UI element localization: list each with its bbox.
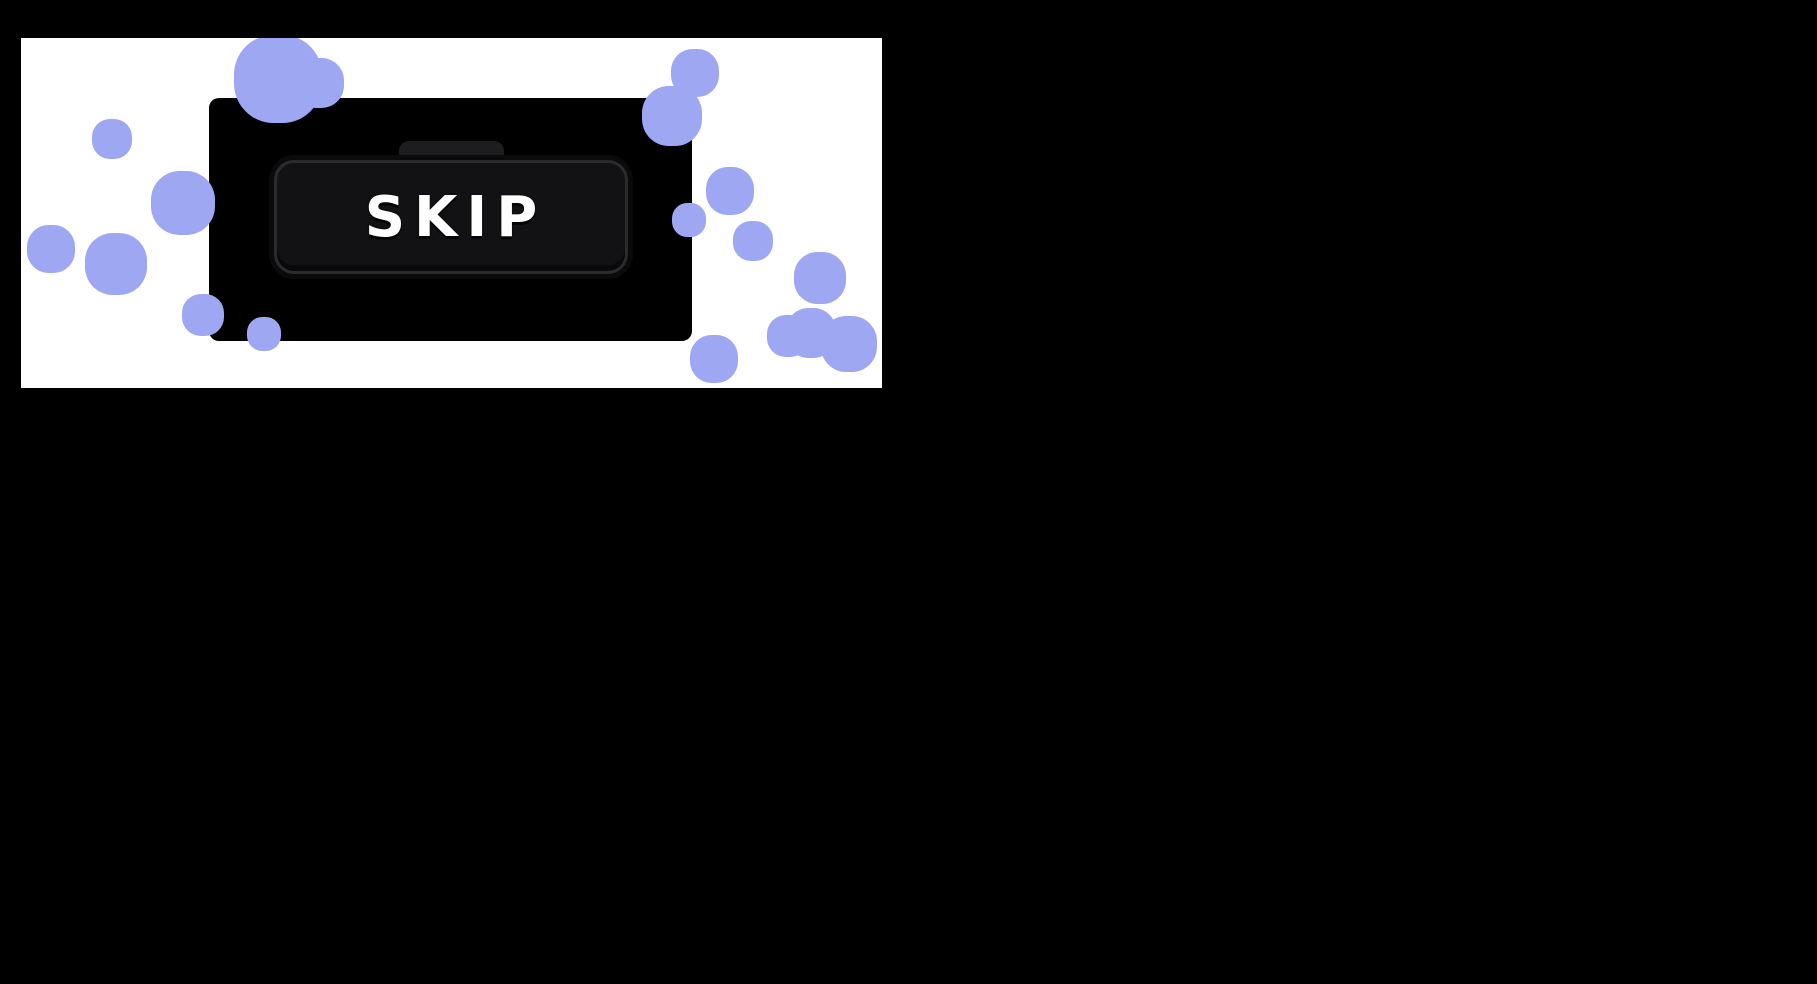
skip-panel: SKIP — [209, 98, 692, 341]
paint-blob — [733, 221, 773, 261]
paint-blob — [85, 233, 147, 295]
game-stage: SKIP — [21, 38, 882, 388]
paint-blob — [27, 225, 75, 273]
paint-blob — [794, 252, 846, 304]
paint-blob — [786, 308, 836, 358]
paint-blob — [821, 316, 877, 372]
paint-blob — [767, 315, 809, 357]
skip-button[interactable]: SKIP — [274, 160, 628, 274]
paint-blob — [92, 119, 132, 159]
paint-blob — [690, 335, 738, 383]
paint-blob — [151, 171, 215, 235]
paint-blob — [671, 49, 719, 97]
paint-blob — [706, 167, 754, 215]
